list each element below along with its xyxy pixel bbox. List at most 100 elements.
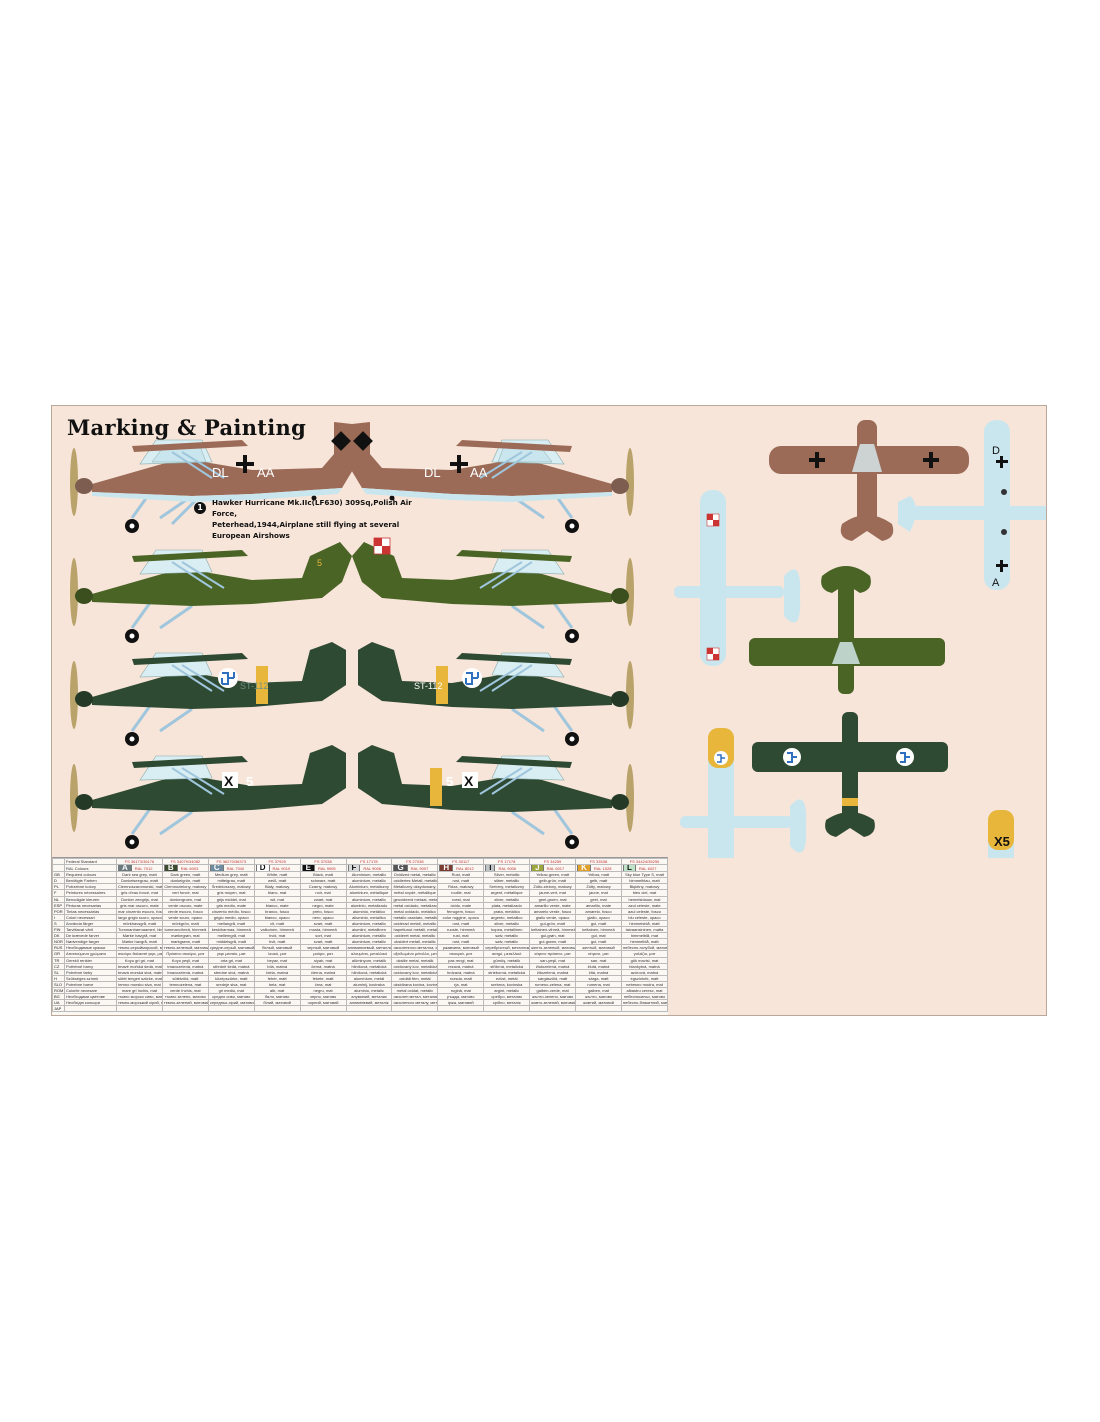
table-cell: amarillo verde, mate bbox=[529, 901, 577, 909]
table-cell: középszürke, matt bbox=[207, 974, 255, 982]
table-cell: жълто-зелено, матово bbox=[529, 993, 577, 1001]
table-cell: тъмно зелено, матово bbox=[161, 993, 209, 1001]
sheet-title: Marking & Painting bbox=[67, 415, 307, 440]
table-cell: aluminium, metallic bbox=[345, 895, 393, 903]
bottom-view-german: D A bbox=[898, 420, 1046, 590]
table-cell: Tummanharmaameri, himmeä bbox=[116, 926, 163, 934]
table-cell: Błękitny, matowy bbox=[620, 883, 669, 891]
color-ref-ral: RAL 9007 bbox=[410, 866, 429, 872]
table-cell: tummanvihreä, himmeä bbox=[161, 926, 209, 934]
table-cell: ржавчина, матовый bbox=[437, 944, 485, 952]
table-cell: cinzento médio, fosco bbox=[207, 907, 255, 915]
table-cell: Mørke havgrå, mat bbox=[116, 932, 163, 940]
color-ref-ral: RAL 6017 bbox=[546, 866, 565, 872]
table-cell: oxidovaný kov, metalická bbox=[391, 962, 439, 970]
finnish-code-left: ST-112 bbox=[240, 681, 268, 691]
table-cell: aluminium, metallic bbox=[345, 932, 393, 940]
reg-code-left-r: DL bbox=[424, 465, 441, 480]
table-cell: oksitle metal, metalik bbox=[391, 956, 439, 964]
swastika-roundel-icon bbox=[221, 672, 235, 685]
table-cell: oxidált fém, metál bbox=[391, 974, 439, 982]
color-letter-swatch: F bbox=[347, 865, 361, 871]
x5-vertical-top: X5 bbox=[994, 834, 1010, 849]
table-cell: жовто-зелений, матовий bbox=[529, 999, 577, 1007]
aircraft-artwork: DL AA DL AA bbox=[70, 420, 1046, 858]
table-cell: алуминий, металик bbox=[345, 993, 393, 1001]
row-name: Benötigte Farben bbox=[64, 877, 117, 885]
color-ref-ral: RAL 6027 bbox=[638, 866, 657, 872]
table-cell: Dunkelseegrau, matt bbox=[116, 877, 163, 885]
color-letter-swatch: E bbox=[301, 865, 315, 871]
row-name: Använda färger bbox=[64, 919, 117, 928]
color-letter-swatch: K bbox=[577, 865, 591, 871]
table-cell: Sky blue Type S, matt bbox=[620, 871, 669, 879]
table-cell bbox=[483, 1005, 531, 1013]
table-cell: οξειδωμένο μέταλλο, μεταλλικό bbox=[391, 950, 439, 958]
row-name: Colori necessari bbox=[64, 913, 117, 921]
row-name: Απαιτούμενα χρώματα bbox=[64, 950, 117, 958]
table-cell: oksidirana kovina, kovinska bbox=[391, 980, 439, 988]
color-ref-ral: RAL 7012 bbox=[134, 866, 153, 872]
row-name: Potrzebne kolory bbox=[64, 883, 117, 891]
color-ref-ral: RAL 9006 bbox=[498, 866, 517, 872]
table-cell: небесно-блакитний, матовий bbox=[620, 999, 669, 1007]
table-cell: середньо-сірий, матовий bbox=[207, 999, 255, 1007]
side-view-german-right: DL AA bbox=[350, 422, 634, 533]
header-label-2: RAL Colours bbox=[64, 864, 117, 873]
table-cell: Medium grey, matt bbox=[207, 871, 255, 879]
caption-number-badge: 1 bbox=[194, 502, 206, 514]
table-cell: geoxideerd metaal, metallic bbox=[391, 895, 439, 903]
table-cell bbox=[207, 1005, 255, 1013]
svg-text:5: 5 bbox=[446, 774, 453, 789]
table-cell: γαλάζιο, ματ bbox=[620, 950, 669, 958]
table-cell: středně šedá, matná bbox=[207, 962, 255, 970]
table-cell: azul celeste, mate bbox=[620, 901, 669, 909]
table-cell: Πράσινο σκούρο, ματ bbox=[161, 950, 209, 958]
table-cell: σκούρο θαλασσί γκρι, ματ bbox=[116, 950, 163, 958]
table-cell: metallo ossidato, metallico bbox=[391, 913, 439, 921]
table-cell: желто-зеленый, матовый bbox=[529, 944, 577, 952]
table-cell: Yellow-green, matt bbox=[529, 871, 577, 879]
table-cell: темно-зелений, матовий bbox=[161, 999, 209, 1007]
table-cell: mare gri închis, mat bbox=[116, 986, 163, 995]
row-lang: JAP bbox=[52, 1005, 65, 1013]
table-cell: nebesno modra, mat bbox=[620, 980, 669, 988]
table-cell: κίτρινο πράσινο, ματ bbox=[529, 950, 577, 958]
table-cell: окисленного металла, металлик bbox=[391, 944, 439, 952]
x-mark-left: X bbox=[224, 773, 234, 789]
table-row: JAP bbox=[52, 1005, 669, 1013]
color-letter-swatch: J bbox=[531, 865, 544, 871]
color-letter-swatch: I bbox=[485, 865, 496, 871]
polish-tail-number: 5 bbox=[317, 558, 322, 568]
color-letter-swatch: B bbox=[163, 865, 178, 871]
table-cell bbox=[529, 1005, 577, 1013]
side-view-polish-left: 5 bbox=[70, 542, 352, 643]
table-cell: keltainen, himmeä bbox=[575, 926, 622, 934]
table-cell: средне-серый, матовый bbox=[207, 944, 255, 952]
table-cell: alluminio, metallico bbox=[345, 913, 393, 921]
table-cell bbox=[620, 1005, 669, 1013]
side-view-polish-right bbox=[352, 537, 634, 643]
table-cell: aluminium, metallic bbox=[345, 919, 393, 928]
table-cell: Srebrny, metaliczny bbox=[483, 883, 531, 891]
x5-code-left: 5 bbox=[246, 774, 253, 789]
table-cell bbox=[391, 1005, 439, 1013]
